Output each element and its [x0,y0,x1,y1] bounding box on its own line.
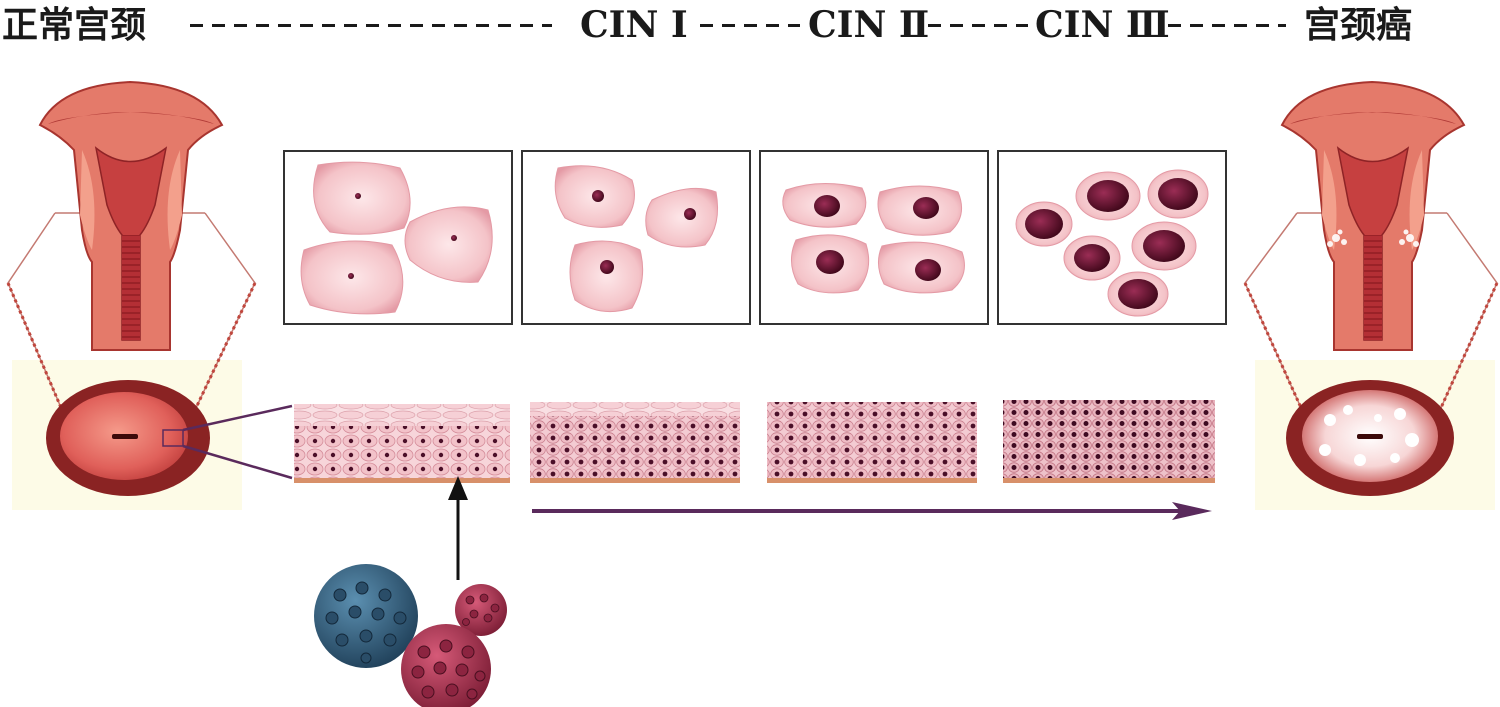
tissue-cin2 [767,402,977,483]
normal-cervix-illustration [6,80,293,510]
progression-dash [1168,24,1286,27]
virus-icon [401,624,491,707]
cin1-cells [554,165,719,313]
tissue-normal [294,404,510,483]
label-normal-cervix: 正常宫颈 [2,4,147,46]
cin3-cells [1015,169,1209,317]
zoom-line [182,444,293,480]
panel-cin2 [759,150,989,325]
tissue-strips [294,400,1215,483]
label-cervical-cancer: 宫颈癌 [1304,4,1413,46]
virus-icon [314,564,418,668]
tissue-cin3 [1003,400,1215,483]
normal-cells [300,161,493,315]
progression-dash [190,24,552,27]
tissue-cin1 [530,402,740,483]
cervix-icon [46,380,210,496]
label-cin2: CIN Ⅱ [808,4,930,46]
cervix-icon [1286,380,1454,496]
progression-dash [700,24,800,27]
cancer-cervix-illustration [1243,80,1499,510]
uterus-icon [38,80,224,351]
label-cin1: CIN Ⅰ [580,4,688,46]
cin2-cells [782,182,965,294]
virus-icon [455,584,507,636]
uterus-icon [1280,80,1466,351]
zoom-line [182,404,293,432]
cell-panels [283,150,1227,325]
arrow-icon [532,502,1212,520]
infection-arrow-icon [448,476,468,580]
label-cin3: CIN Ⅲ [1035,4,1170,46]
progression-dash [928,24,1028,27]
